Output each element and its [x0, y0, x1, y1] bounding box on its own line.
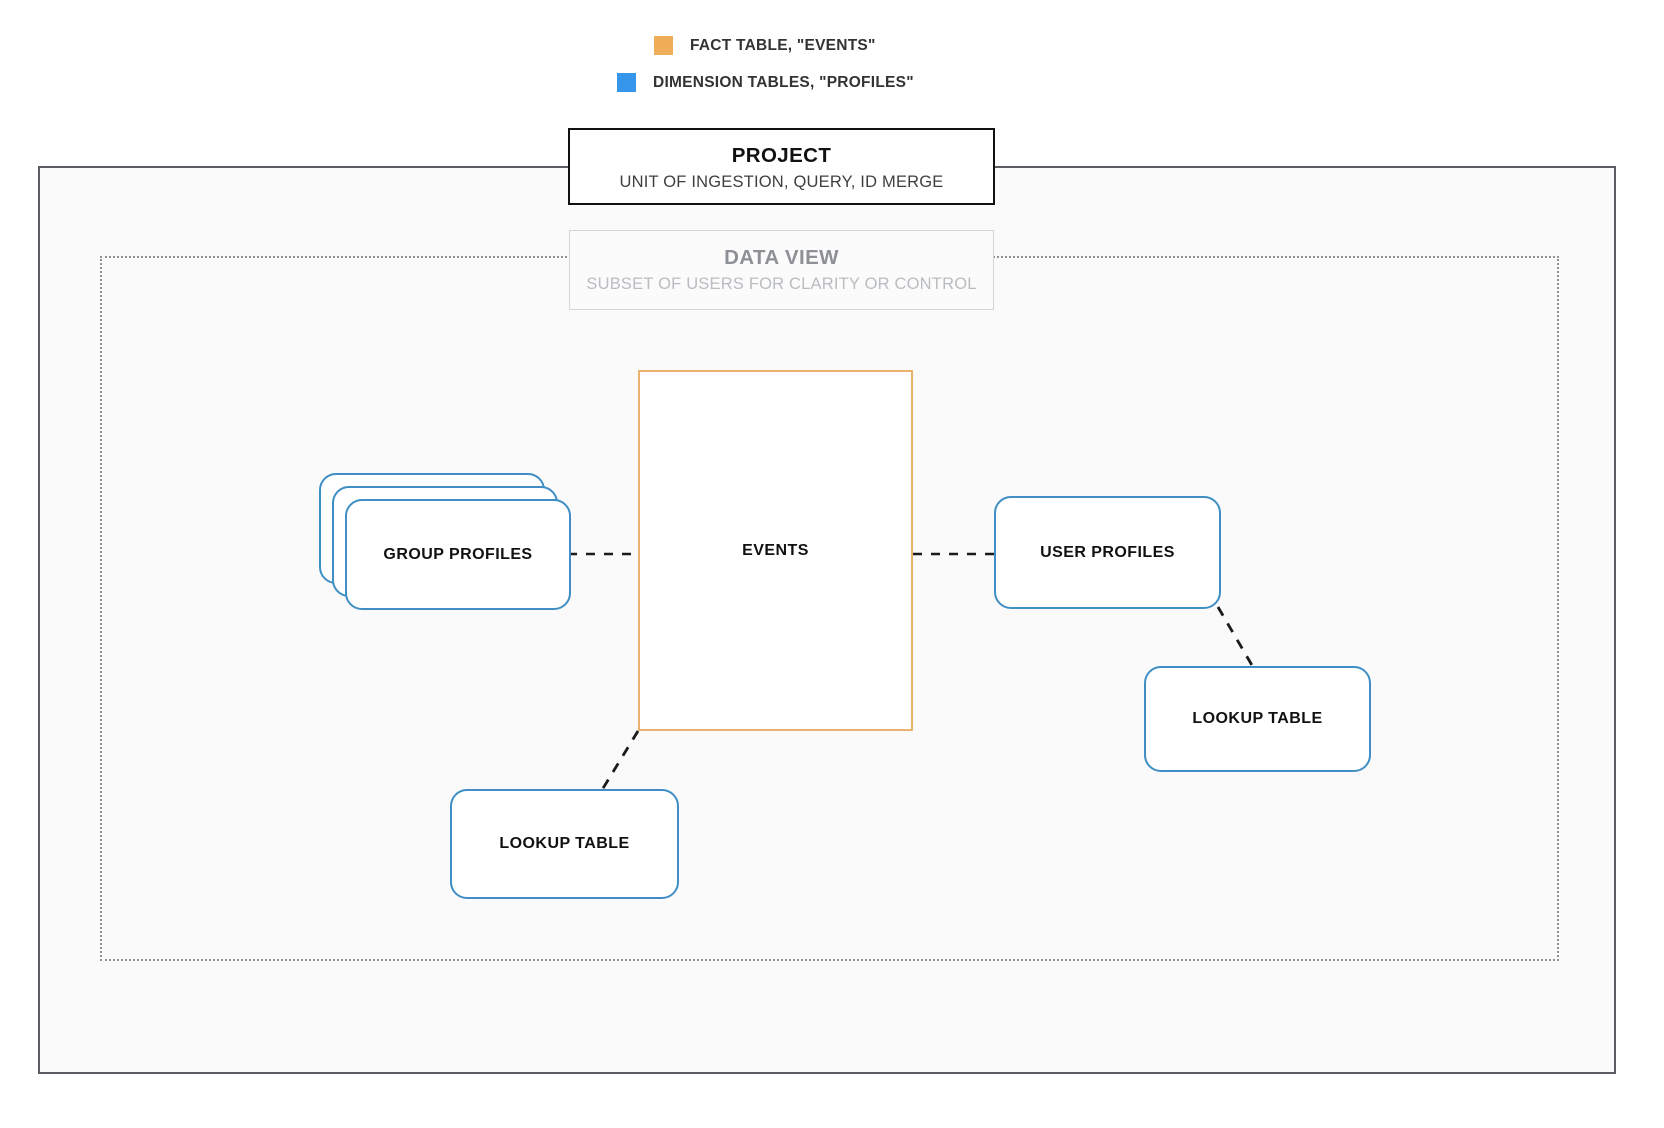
legend-item-dimension-tables: DIMENSION TABLES, "PROFILES": [617, 73, 914, 92]
group-profiles-stack-card-front[interactable]: GROUP PROFILES: [345, 499, 571, 610]
node-events[interactable]: EVENTS: [638, 370, 913, 731]
color-swatch-icon-dimension-tables: [617, 73, 636, 92]
node-label-events: EVENTS: [742, 541, 809, 559]
data-view-title: DATA VIEW: [724, 246, 839, 269]
legend-label-dimension-tables: DIMENSION TABLES, "PROFILES": [653, 73, 914, 91]
data-view-subtitle: SUBSET OF USERS FOR CLARITY OR CONTROL: [586, 274, 977, 293]
node-label-group-profiles: GROUP PROFILES: [383, 545, 533, 563]
data-view-header-box: DATA VIEW SUBSET OF USERS FOR CLARITY OR…: [569, 230, 994, 310]
node-label-lookup-table-left: LOOKUP TABLE: [499, 835, 630, 852]
project-subtitle: UNIT OF INGESTION, QUERY, ID MERGE: [619, 172, 944, 191]
legend-item-fact-table: FACT TABLE, "EVENTS": [654, 36, 876, 55]
color-swatch-icon-fact-table: [654, 36, 673, 55]
node-lookup-table-right[interactable]: LOOKUP TABLE: [1144, 666, 1371, 772]
node-group-profiles[interactable]: GROUP PROFILES: [319, 473, 571, 610]
node-label-lookup-table-right: LOOKUP TABLE: [1192, 710, 1323, 727]
project-title: PROJECT: [731, 144, 832, 167]
legend-label-fact-table: FACT TABLE, "EVENTS": [690, 36, 876, 54]
node-lookup-table-left[interactable]: LOOKUP TABLE: [450, 789, 679, 899]
node-user-profiles[interactable]: USER PROFILES: [994, 496, 1221, 609]
node-label-user-profiles: USER PROFILES: [1040, 543, 1175, 561]
project-header-box: PROJECT UNIT OF INGESTION, QUERY, ID MER…: [568, 128, 995, 205]
